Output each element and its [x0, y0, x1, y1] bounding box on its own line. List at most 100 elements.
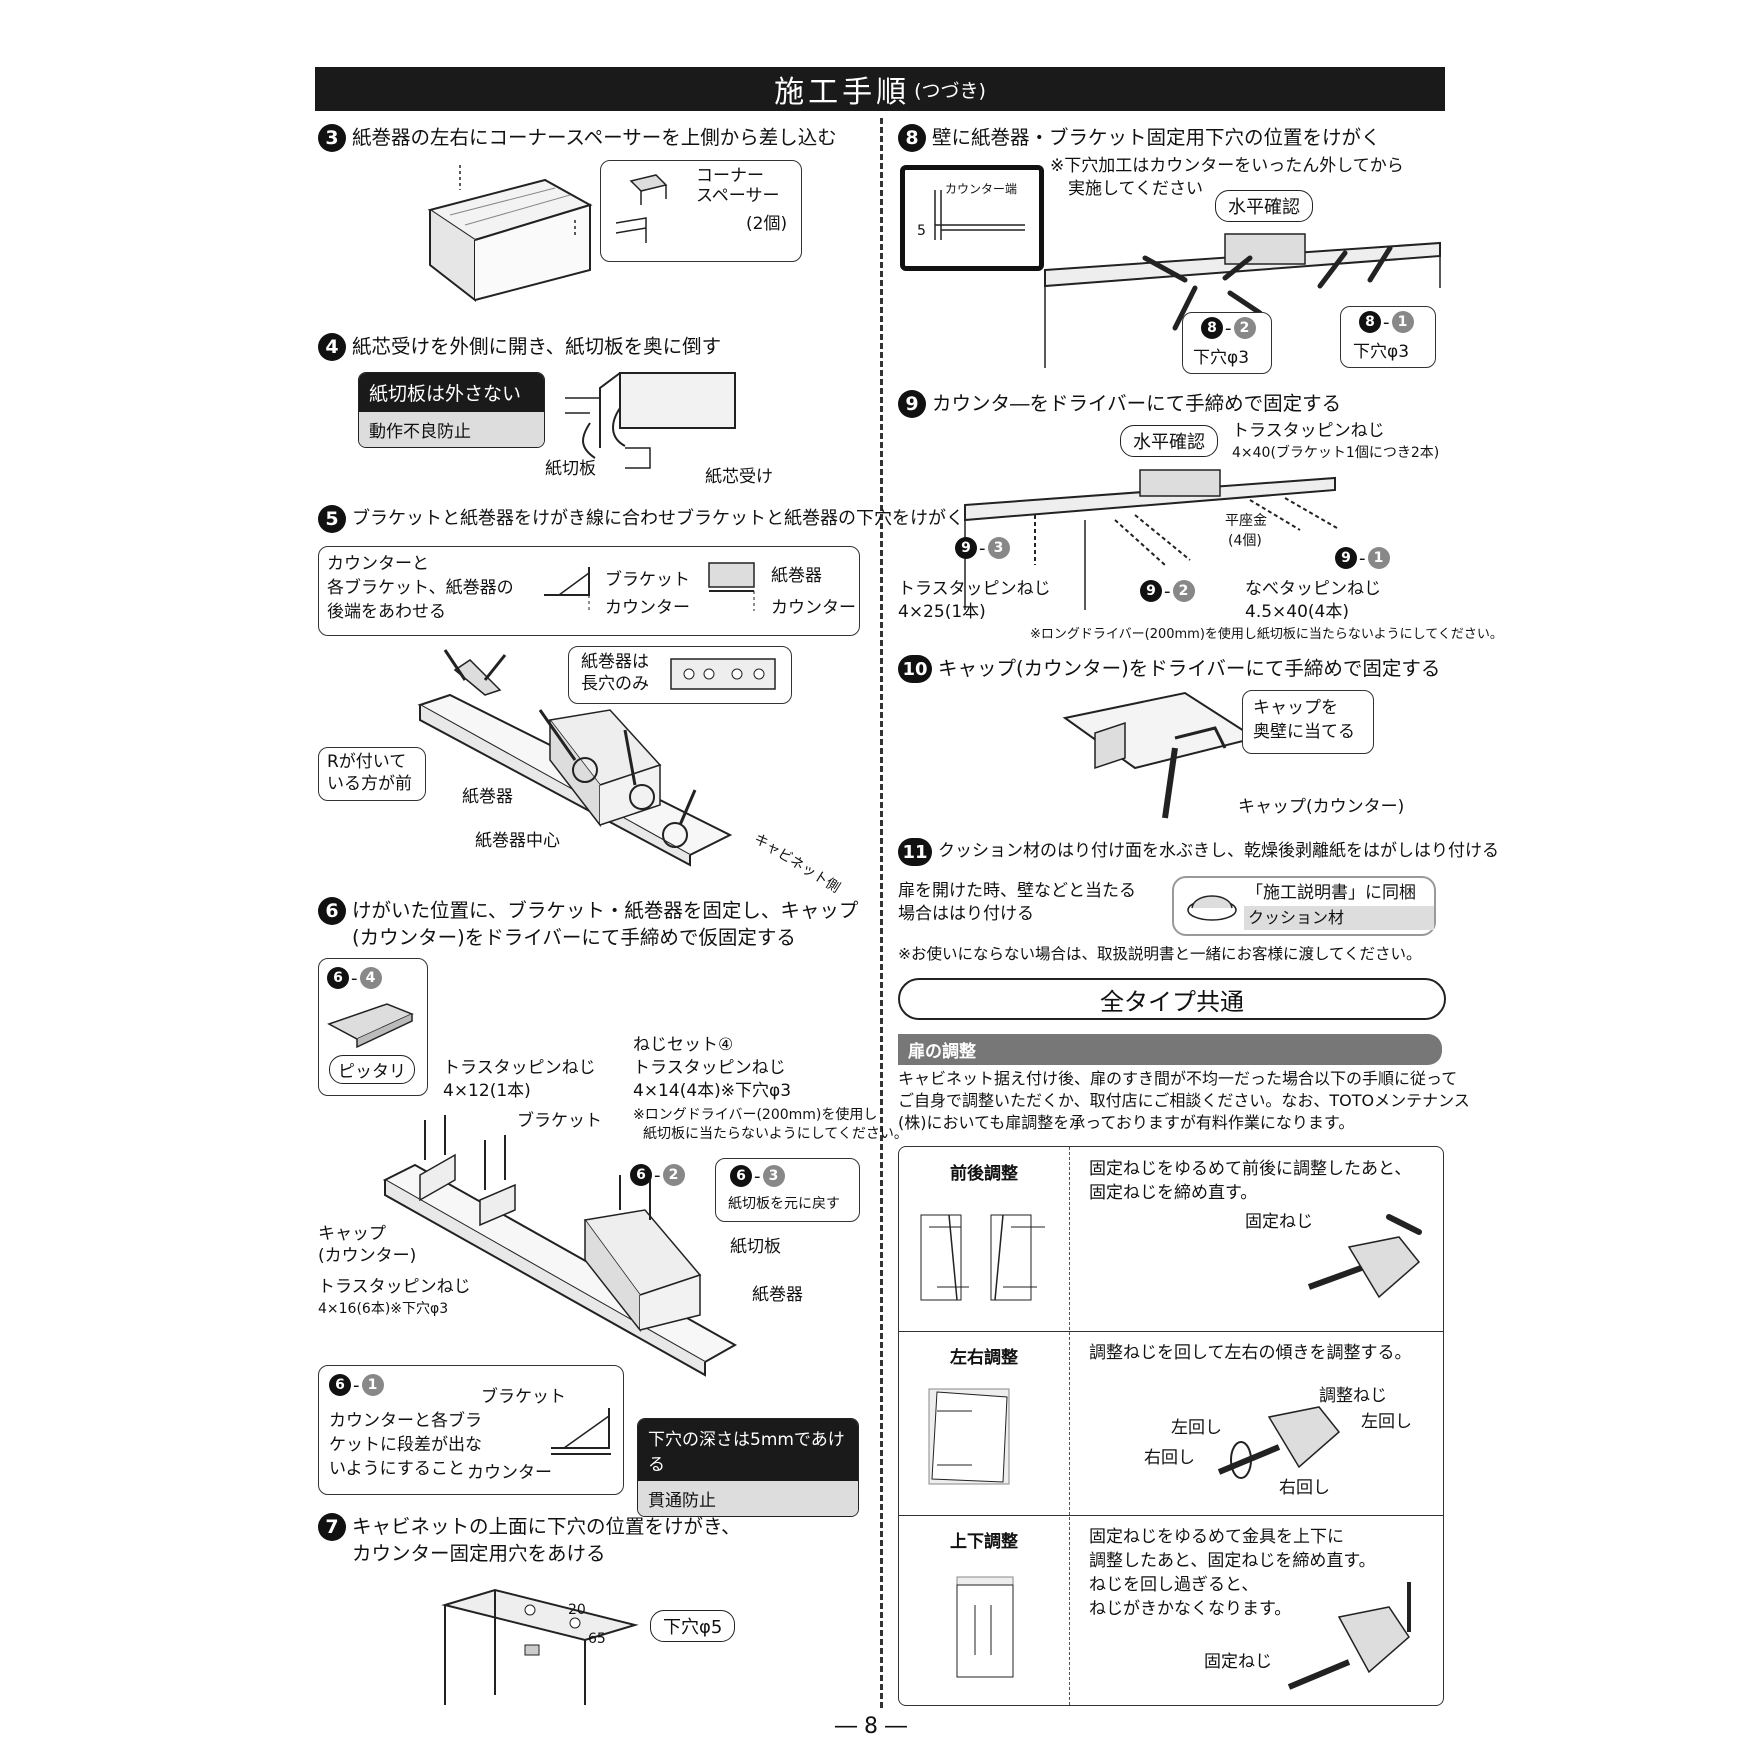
label-fixing-screw: 固定ねじ: [1245, 1212, 1313, 1232]
step-4-illustration: [565, 372, 736, 469]
ref-9-1: 9-1: [1335, 547, 1390, 569]
ref-6-1: 6-1: [329, 1374, 384, 1396]
label-bracket: ブラケット: [481, 1387, 566, 1407]
step-10-illustration: [1062, 691, 1258, 819]
box-line: 各ブラケット、紙巻器の: [327, 578, 514, 598]
box-line: 後端をあわせる: [327, 602, 446, 622]
step-text: キャビネットの上面に下穴の位置をけがき、: [352, 1515, 741, 1538]
note-line: ※下穴加工はカウンターをいったん外してから: [1050, 156, 1404, 176]
badge-body: クッション材: [1244, 906, 1434, 930]
inset-dim: 5: [917, 223, 926, 239]
step-text: カウンター固定用穴をあける: [352, 1542, 606, 1565]
label-holder-center: 紙巻器中心: [475, 831, 560, 851]
label-bracket: ブラケット: [605, 570, 690, 590]
label-right-turn: 右回し: [1144, 1448, 1195, 1468]
callout-line: 奥壁に当てる: [1253, 722, 1355, 742]
step-3: 3 紙巻器の左右にコーナースペーサーを上側から差し込む: [318, 124, 837, 152]
label-cutter: 紙切板: [730, 1237, 781, 1257]
dim-label: 65: [588, 1631, 606, 1647]
pittari-label: ピッタリ: [329, 1055, 415, 1084]
label-pilot-hole: 下穴φ3: [1353, 342, 1410, 362]
cap-callout: キャップを 奥壁に当てる: [1242, 690, 1374, 754]
text-line: ねじを回し過ぎると、: [1089, 1575, 1259, 1595]
label-washer: (4個): [1228, 533, 1262, 549]
step-text: 紙巻器の左右にコーナースペーサーを上側から差し込む: [352, 126, 837, 149]
label-screw: トラスタッピンねじ: [318, 1277, 471, 1297]
dim-label: 20: [568, 1602, 586, 1618]
step-number: 5: [318, 505, 346, 533]
text-line: 固定ねじをゆるめて前後に調整したあと、: [1089, 1159, 1412, 1179]
ref-8-1: 8-1: [1359, 311, 1414, 333]
text-line: 固定ねじをゆるめて金具を上下に: [1089, 1527, 1344, 1547]
step-7: 7 キャビネットの上面に下穴の位置をけがき、 カウンター固定用穴をあける: [318, 1513, 741, 1567]
body-line: 場合ははり付ける: [898, 904, 1034, 924]
label-screw-size: 4.5×40(4本): [1245, 602, 1349, 622]
step-text: カウンタ―をドライバーにて手締めで固定する: [932, 392, 1342, 415]
page-title-bar: 施工手順 (つづき): [315, 67, 1445, 111]
text-line: 調整ねじを回して左右の傾きを調整する。: [1089, 1343, 1412, 1363]
intro-line: キャビネット据え付け後、扉のすき間が不均一だった場合以下の手順に従って: [898, 1069, 1458, 1088]
box-line: カウンターと: [327, 554, 429, 574]
step-11: 11 クッション材のはり付け面を水ぶきし、乾燥後剥離紙をはがしはり付ける: [898, 838, 1499, 866]
step-10: 10 キャップ(カウンター)をドライバーにて手締めで固定する: [898, 655, 1440, 683]
step-text: ブラケットと紙巻器をけがき線に合わせブラケットと紙巻器の下穴をけがく: [352, 508, 964, 529]
step-number: 10: [898, 655, 932, 683]
label-counter: カウンター: [771, 598, 856, 618]
note-line: ※お使いにならない場合は、取扱説明書と一緒にお客様に渡してください。: [898, 945, 1422, 963]
label-screw-size: 4×12(1本): [443, 1081, 531, 1101]
row-text: 固定ねじをゆるめて前後に調整したあと、 固定ねじを締め直す。: [1089, 1157, 1411, 1205]
label-screw-size: 4×40(ブラケット1個につき2本): [1232, 445, 1440, 461]
label-screw: なべタッピンねじ: [1245, 579, 1381, 599]
inset-label: カウンター端: [945, 182, 1018, 196]
label-cap: (カウンター): [318, 1246, 417, 1266]
badge-title: 「施工説明書」に同梱: [1246, 883, 1416, 903]
label-counter: カウンター: [605, 598, 690, 618]
label-pilot-hole: 下穴φ5: [650, 1610, 736, 1642]
callout-line: (2個): [746, 214, 788, 234]
step-number: 4: [318, 333, 346, 361]
note-line: ※ロングドライバー(200mm)を使用し: [633, 1107, 878, 1123]
adjustment-table: 前後調整 固定ねじをゆるめて前後に調整したあと、 固定ねじを締め直す。 固定ねじ…: [898, 1146, 1444, 1706]
common-title: 全タイプ共通: [898, 978, 1446, 1020]
cushion-badge: 「施工説明書」に同梱 クッション材: [1172, 876, 1436, 936]
row-separator: [899, 1331, 1443, 1332]
counter-edge-inset: カウンター端 5: [900, 165, 1044, 271]
step-8-illustration: [1044, 233, 1441, 368]
step-text: クッション材のはり付け面を水ぶきし、乾燥後剥離紙をはがしはり付ける: [938, 841, 1499, 861]
section-door-adjustment: 扉の調整: [898, 1034, 1442, 1065]
label-left-turn: 左回し: [1171, 1418, 1222, 1438]
callout-line: コーナー: [696, 166, 764, 186]
text-line: ねじがきかなくなります。: [1089, 1599, 1292, 1619]
step-5-alignment-box: カウンターと 各ブラケット、紙巻器の 後端をあわせる ブラケット カウンター 紙…: [318, 546, 860, 636]
step-5: 5 ブラケットと紙巻器をけがき線に合わせブラケットと紙巻器の下穴をけがく: [318, 505, 964, 533]
label-level-check: 水平確認: [1215, 190, 1313, 222]
label-screw-size: 4×16(6本)※下穴φ3: [318, 1301, 449, 1317]
step-number: 3: [318, 124, 346, 152]
label-right-turn: 右回し: [1279, 1478, 1330, 1498]
text-line: 調整したあと、固定ねじを締め直す。: [1089, 1551, 1376, 1571]
step-text: けがいた位置に、ブラケット・紙巻器を固定し、キャップ: [352, 899, 859, 922]
label-cap: キャップ: [318, 1224, 386, 1244]
front-side-callout: Rが付いて いる方が前: [318, 747, 426, 801]
ref-9-3: 9-3: [955, 537, 1010, 559]
intro-line: ご自身で調整いただくか、取付店にご相談ください。なお、TOTOメンテナンス: [898, 1091, 1470, 1110]
intro-line: (株)においても扉調整を承っておりますが有料作業になります。: [898, 1113, 1355, 1132]
warning-box: 下穴の深さは5mmであける 貫通防止: [637, 1418, 859, 1517]
callout-line: いる方が前: [327, 774, 412, 794]
ref-8-2-callout: 8-2 下穴φ3: [1182, 312, 1272, 374]
step-3-illustration: [427, 165, 593, 303]
warning-box: 紙切板は外さない 動作不良防止: [358, 372, 545, 448]
step-text: 紙芯受けを外側に開き、紙切板を奥に倒す: [352, 335, 722, 358]
label-adjusting-screw: 調整ねじ: [1319, 1386, 1387, 1406]
long-hole-callout: 紙巻器は 長穴のみ: [568, 646, 792, 704]
row-title: 左右調整: [950, 1348, 1018, 1368]
front-back-diagram: [920, 1214, 1045, 1301]
label-washer: 平座金: [1225, 513, 1267, 529]
body-line: 扉を開けた時、壁などと当たる: [898, 881, 1136, 901]
step-9: 9 カウンタ―をドライバーにて手締めで固定する: [898, 390, 1341, 418]
step-7-illustration: [441, 1588, 639, 1705]
row-text: 固定ねじをゆるめて金具を上下に 調整したあと、固定ねじを締め直す。 ねじを回し過…: [1089, 1525, 1376, 1621]
label-bracket: ブラケット: [517, 1111, 602, 1131]
step-9-illustration: [964, 469, 1338, 610]
label-cabinet-side: キャビネット側: [750, 830, 843, 897]
